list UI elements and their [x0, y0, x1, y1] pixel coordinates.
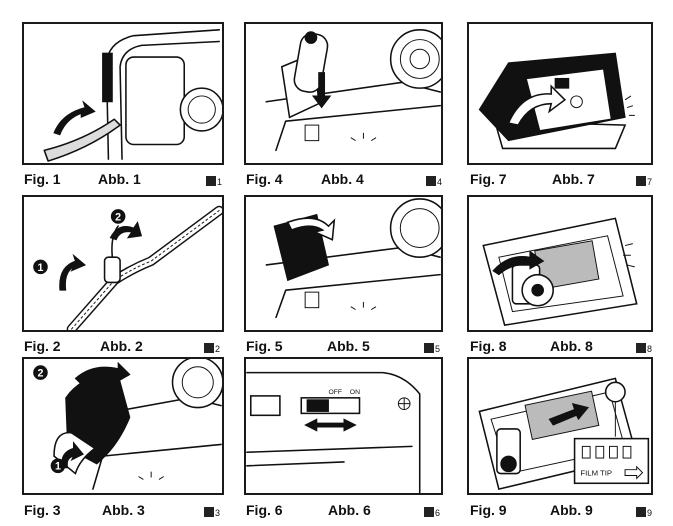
- figure-4-abb-label: Abb. 4: [321, 171, 364, 187]
- reference-icon: [204, 343, 214, 353]
- camera-strap-attach-illustration: [43, 29, 222, 162]
- strap-tighten-illustration: 2 1: [33, 359, 222, 490]
- figure-2-page-ref: 2: [204, 340, 220, 358]
- figure-3-abb-label: Abb. 3: [102, 502, 145, 518]
- figure-9-caption: Fig. 9 Abb. 9 9: [470, 501, 656, 519]
- figure-8-panel: [467, 195, 653, 332]
- figure-4-page-ref: 4: [426, 173, 442, 191]
- battery-insert-illustration: [265, 29, 441, 152]
- figure-1-page-ref: 1: [206, 173, 222, 191]
- reference-icon: [424, 507, 434, 517]
- figure-1-caption: Fig. 1 Abb. 1 1: [24, 170, 224, 188]
- switch-off-label: OFF: [328, 389, 342, 396]
- step-2-marker: 2: [115, 211, 121, 223]
- figure-8-label: Fig. 8: [470, 338, 507, 354]
- film-tip-label: FILM TIP: [580, 469, 612, 478]
- figure-3-label: Fig. 3: [24, 502, 61, 518]
- battery-door-close-illustration: [265, 198, 441, 319]
- figure-4-caption: Fig. 4 Abb. 4 4: [246, 170, 445, 188]
- figure-3-page-ref: 3: [204, 504, 220, 522]
- figure-2-abb-label: Abb. 2: [100, 338, 143, 354]
- figure-6-page-ref: 6: [424, 504, 440, 522]
- figure-6-panel: OFF ON: [244, 357, 443, 495]
- figure-1-abb-label: Abb. 1: [98, 171, 141, 187]
- step-2-marker: 2: [37, 367, 43, 379]
- switch-on-label: ON: [350, 389, 360, 396]
- figure-6-abb-label: Abb. 6: [328, 502, 371, 518]
- figure-8-page-ref: 8: [636, 340, 652, 358]
- figure-7-page-ref: 7: [636, 173, 652, 191]
- back-cover-open-illustration: [478, 52, 635, 150]
- power-switch-illustration: OFF ON: [246, 371, 421, 493]
- reference-icon: [636, 507, 646, 517]
- figure-7-panel: [467, 22, 653, 165]
- strap-loop-illustration: 1 2: [33, 205, 222, 330]
- reference-icon: [204, 507, 214, 517]
- figure-9-page-ref: 9: [636, 504, 652, 522]
- figure-4-label: Fig. 4: [246, 171, 283, 187]
- figure-8-caption: Fig. 8 Abb. 8 8: [470, 337, 656, 355]
- film-tip-align-illustration: FILM TIP: [478, 377, 650, 491]
- film-cartridge-load-illustration: [482, 217, 638, 327]
- reference-icon: [424, 343, 434, 353]
- figure-2-caption: Fig. 2 Abb. 2 2: [24, 337, 224, 355]
- figure-1-panel: [22, 22, 224, 165]
- figure-3-caption: Fig. 3 Abb. 3 3: [24, 501, 224, 519]
- figure-5-page-ref: 5: [424, 340, 440, 358]
- reference-icon: [636, 343, 646, 353]
- figure-2-panel: 1 2: [22, 195, 224, 332]
- figure-5-label: Fig. 5: [246, 338, 283, 354]
- figure-9-label: Fig. 9: [470, 502, 507, 518]
- figure-4-panel: [244, 22, 443, 165]
- figure-6-label: Fig. 6: [246, 502, 283, 518]
- figure-7-label: Fig. 7: [470, 171, 507, 187]
- figure-3-panel: 2 1: [22, 357, 224, 495]
- figure-1-label: Fig. 1: [24, 171, 61, 187]
- figure-5-caption: Fig. 5 Abb. 5 5: [246, 337, 445, 355]
- figure-5-panel: [244, 195, 443, 332]
- figure-7-abb-label: Abb. 7: [552, 171, 595, 187]
- figure-6-caption: Fig. 6 Abb. 6 6: [246, 501, 445, 519]
- step-1-marker: 1: [38, 262, 44, 274]
- figure-9-abb-label: Abb. 9: [550, 502, 593, 518]
- figure-9-panel: FILM TIP: [467, 357, 653, 495]
- figure-8-abb-label: Abb. 8: [550, 338, 593, 354]
- step-1-marker: 1: [55, 461, 61, 473]
- reference-icon: [426, 176, 436, 186]
- reference-icon: [636, 176, 646, 186]
- figure-5-abb-label: Abb. 5: [327, 338, 370, 354]
- figure-2-label: Fig. 2: [24, 338, 61, 354]
- figure-7-caption: Fig. 7 Abb. 7 7: [470, 170, 656, 188]
- reference-icon: [206, 176, 216, 186]
